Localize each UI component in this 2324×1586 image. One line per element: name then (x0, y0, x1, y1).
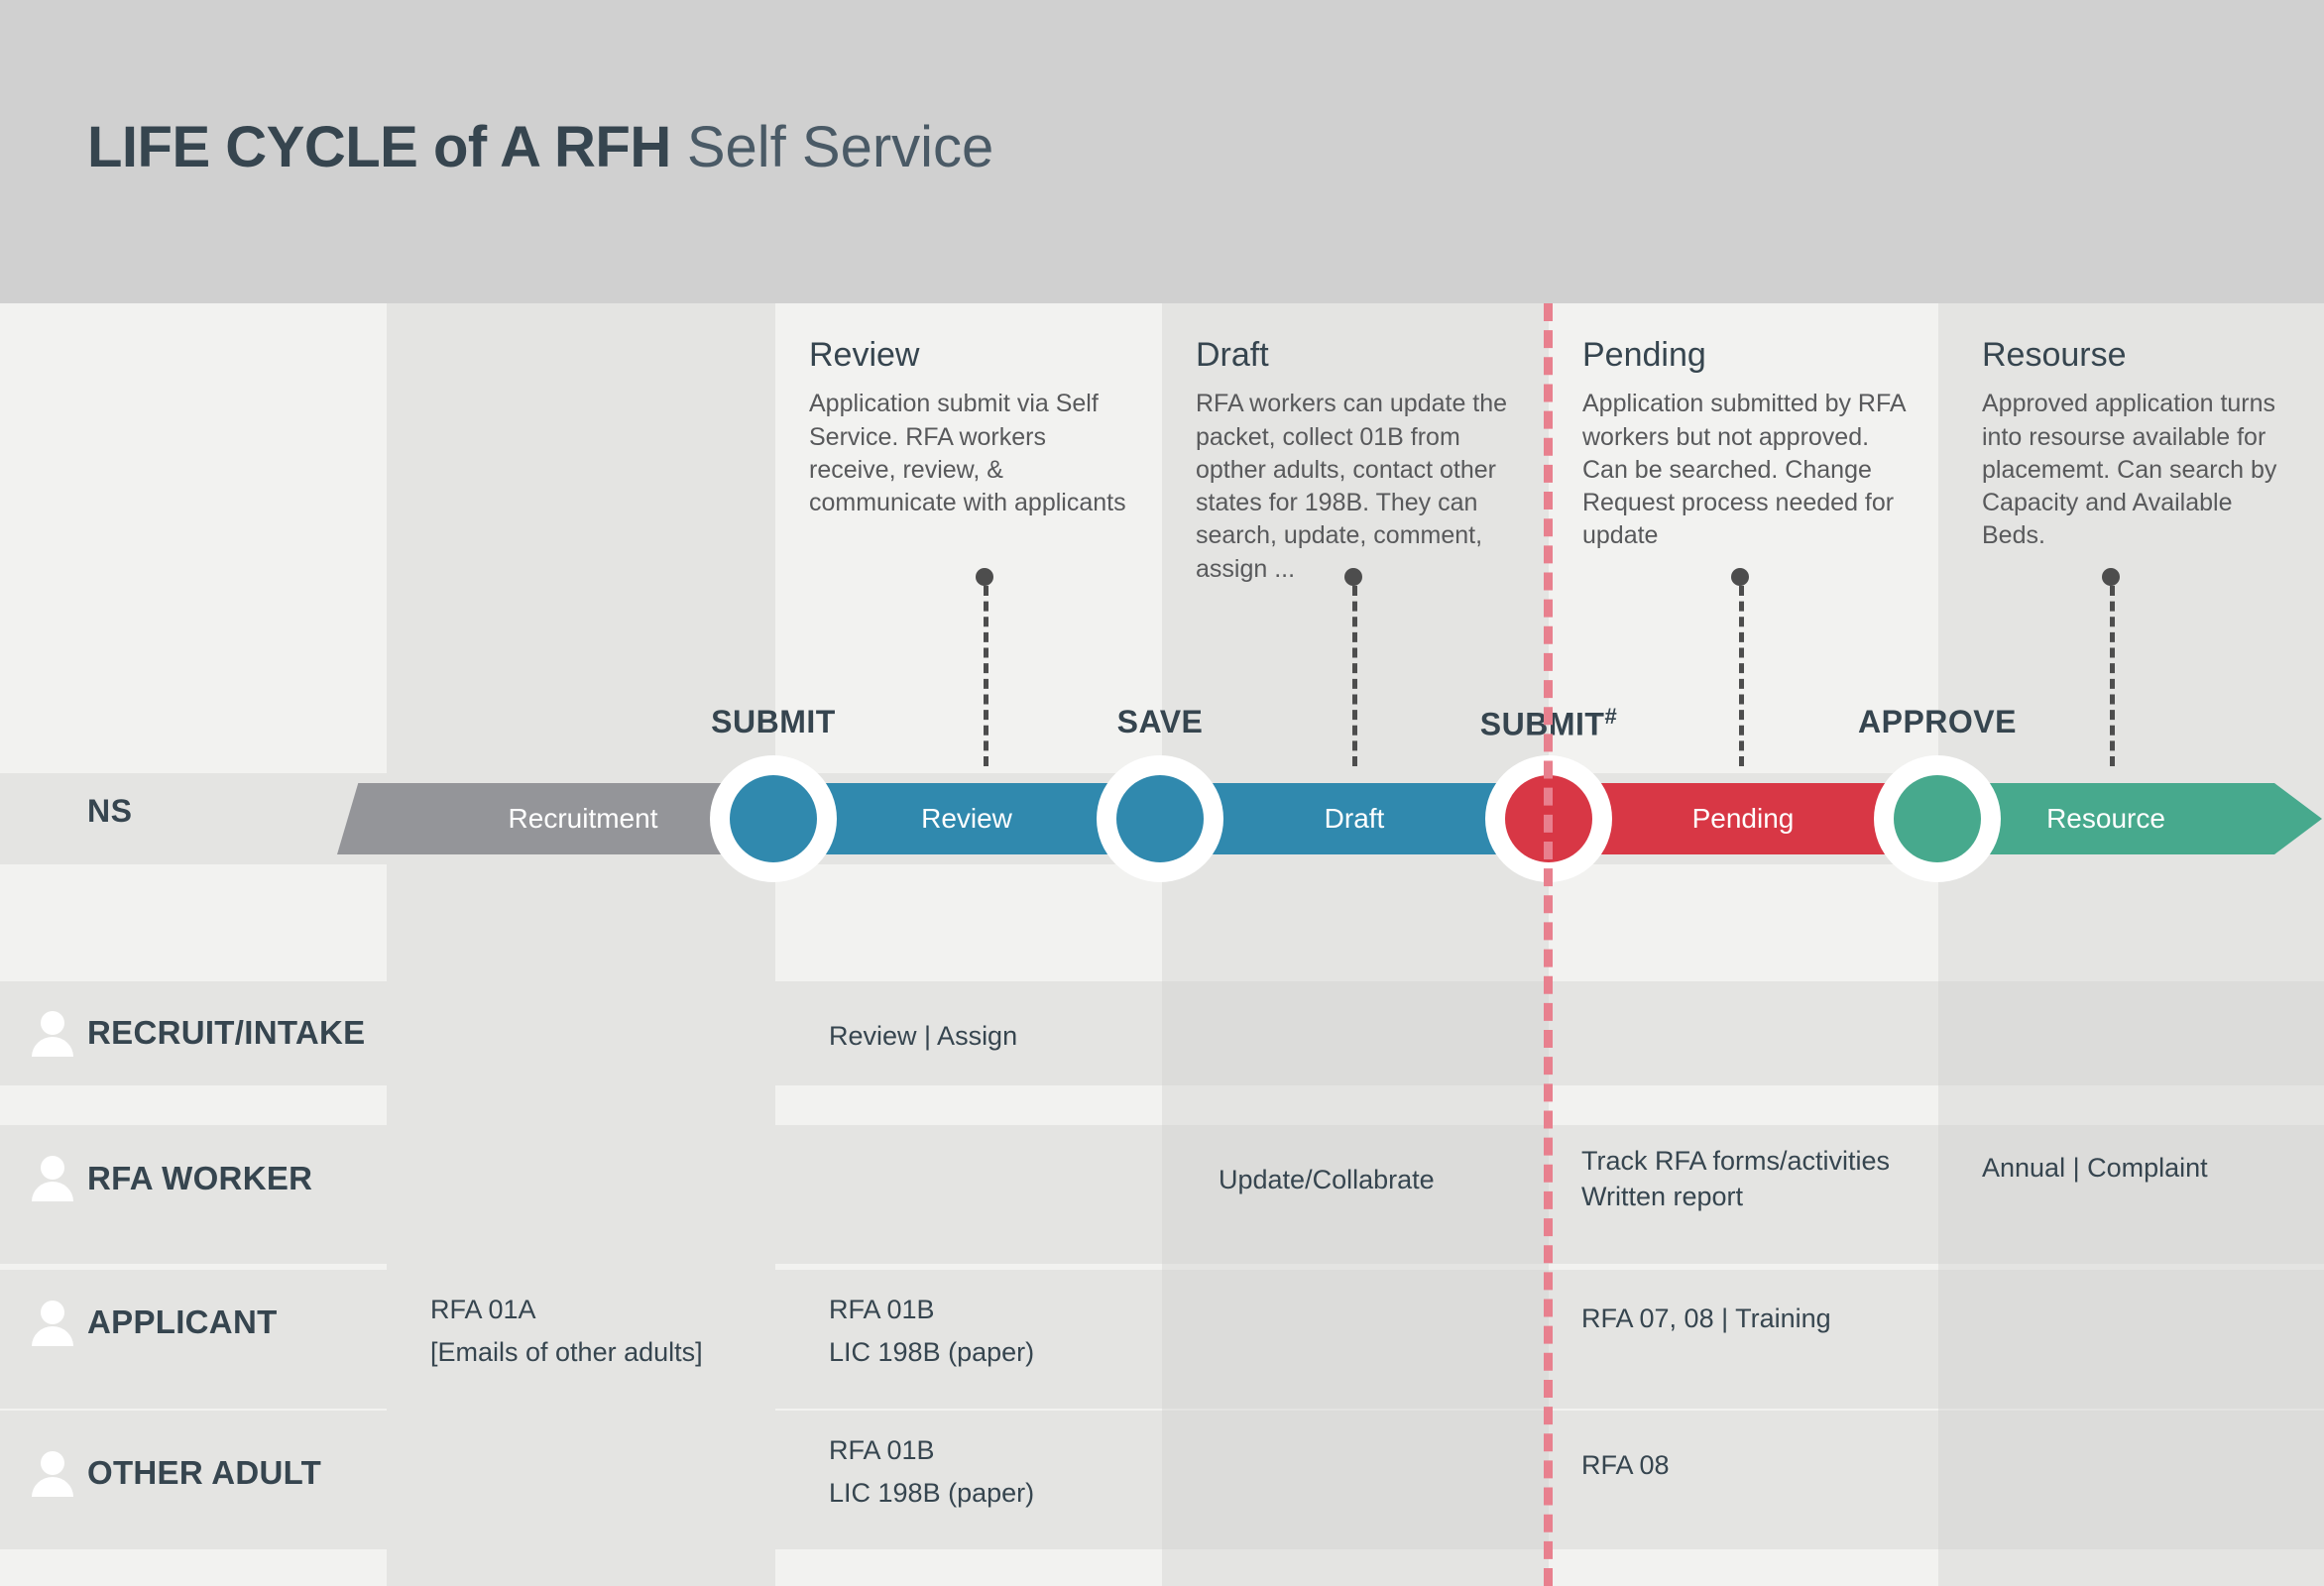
lane-cell-recruit-intake-review: Review | Assign (829, 1021, 1018, 1051)
timeline-node-dot (730, 775, 817, 862)
lane-label-recruit-intake: RECRUIT/INTAKE (87, 1014, 366, 1051)
action-label-text: SUBMIT (1479, 706, 1605, 742)
lane-cell-shade (1162, 981, 1549, 1085)
timeline-node-submit[interactable] (710, 755, 837, 882)
lane-cell-applicant-review: RFA 01B LIC 198B (paper) (829, 1295, 1035, 1368)
phase-title: Pending (1582, 336, 1706, 374)
timeline-node-dot (1116, 775, 1204, 862)
lane-cell-applicant-pending: RFA 07, 08 | Training (1581, 1303, 1831, 1333)
lane-cell-applicant-recruitment: RFA 01A [Emails of other adults] (430, 1295, 703, 1368)
connector-dot-icon (1344, 568, 1362, 586)
lane-cell-shade (1162, 1125, 1549, 1264)
header-banner (0, 0, 2324, 303)
phase-title: Resourse (1982, 336, 2127, 374)
connector-draft (1344, 568, 1362, 766)
person-icon (32, 1301, 73, 1346)
lane-cell-rfa-worker-pending: Track RFA forms/activities Written repor… (1581, 1146, 1891, 1212)
timeline-segment-review[interactable]: Review (773, 783, 1160, 854)
lane-cell-rfa-worker-draft: Update/Collabrate (1219, 1165, 1435, 1194)
timeline-segment-label: Resource (2046, 803, 2165, 834)
lane-label-rfa-worker: RFA WORKER (87, 1160, 313, 1196)
page-title-strong: LIFE CYCLE of A RFH (87, 115, 671, 179)
action-label-superscript: # (1604, 704, 1618, 729)
timeline-segment-label: Review (921, 803, 1012, 834)
lane-cell-shade (1938, 1411, 2324, 1549)
lane-cell-shade (1162, 1270, 1549, 1409)
phase-title: Draft (1196, 336, 1269, 374)
page-title: LIFE CYCLE of A RFH Self Service (87, 119, 993, 176)
timeline-lane-label: NS (87, 793, 133, 829)
lane-cell-shade (1162, 1411, 1549, 1549)
lane-cell-other-adult-review: RFA 01B LIC 198B (paper) (829, 1435, 1035, 1509)
page-title-light: Self Service (686, 115, 994, 179)
person-icon (32, 1156, 73, 1201)
timeline-segment-label: Pending (1691, 803, 1795, 834)
phase-description: Application submit via Self Service. RFA… (809, 390, 1126, 517)
connector-dash-line (1739, 586, 1744, 766)
action-label-submit: SUBMIT (615, 704, 932, 740)
timeline-segment-draft[interactable]: Draft (1160, 783, 1549, 854)
phase-description: Application submitted by RFA workers but… (1582, 390, 1906, 550)
connector-dash-line (984, 586, 988, 766)
person-icon (32, 1011, 73, 1057)
connector-resourse (2102, 568, 2120, 766)
lane-cell-shade (1938, 1125, 2324, 1264)
lane-cell-rfa-worker-resourse: Annual | Complaint (1982, 1153, 2208, 1183)
lane-label-applicant: APPLICANT (87, 1303, 278, 1340)
action-label-submit-hash: SUBMIT# (1390, 704, 1707, 743)
timeline-segment-label: Recruitment (508, 803, 658, 834)
action-label-text: SUBMIT (711, 704, 836, 739)
person-icon (32, 1451, 73, 1497)
action-label-approve: APPROVE (1779, 704, 2096, 740)
phase-block-resourse: Resourse Approved application turns into… (1982, 336, 2279, 553)
lane-cell-shade (1938, 981, 2324, 1085)
action-label-text: SAVE (1116, 704, 1204, 739)
phase-description: RFA workers can update the packet, colle… (1196, 390, 1508, 583)
connector-dash-line (1352, 586, 1357, 766)
phase-block-draft: Draft RFA workers can update the packet,… (1196, 336, 1523, 586)
lane-label-other-adult: OTHER ADULT (87, 1454, 322, 1491)
action-label-text: APPROVE (1858, 704, 2017, 739)
lane-cell-shade (1938, 1270, 2324, 1409)
action-label-save: SAVE (1001, 704, 1319, 740)
connector-dot-icon (2102, 568, 2120, 586)
phase-block-review: Review Application submit via Self Servi… (809, 336, 1136, 519)
connector-dot-icon (1731, 568, 1749, 586)
timeline-segment-label: Draft (1324, 803, 1385, 834)
connector-review (976, 568, 993, 766)
timeline-segment-pending[interactable]: Pending (1549, 783, 1937, 854)
phase-block-pending: Pending Application submitted by RFA wor… (1582, 336, 1910, 553)
lane-cell-other-adult-pending: RFA 08 (1581, 1450, 1670, 1480)
timeline-node-save[interactable] (1097, 755, 1223, 882)
connector-dash-line (2110, 586, 2115, 766)
phase-title: Review (809, 336, 920, 374)
connector-pending (1731, 568, 1749, 766)
timeline-node-dot (1894, 775, 1981, 862)
timeline-node-approve[interactable] (1874, 755, 2001, 882)
phase-description: Approved application turns into resourse… (1982, 390, 2277, 550)
connector-dot-icon (976, 568, 993, 586)
phase-divider-red-dashed (1544, 303, 1553, 1586)
